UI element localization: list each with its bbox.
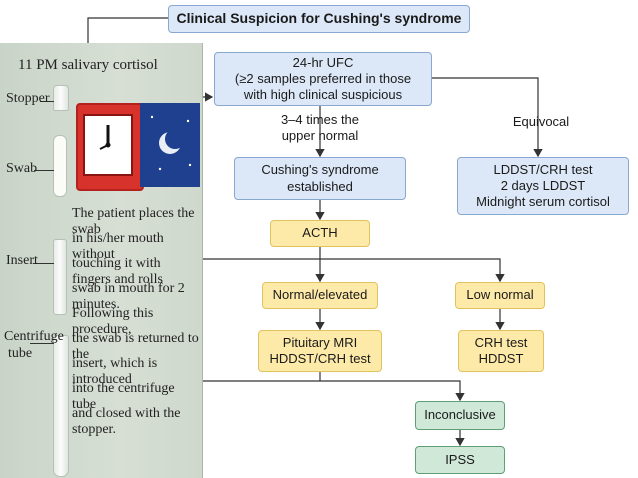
instruction-line: insert, which is introduced — [72, 356, 158, 387]
branch-high-line1: 3–4 times the — [280, 112, 360, 127]
insert-label: Insert — [6, 253, 38, 268]
instruction-line: Following this procedure, — [72, 306, 154, 337]
low-normal-box: Low normal — [455, 282, 545, 309]
normal-elevated-box: Normal/elevated — [262, 282, 378, 309]
ufc-box: 24-hr UFC (≥2 samples preferred in those… — [214, 52, 432, 106]
crh-test-box: CRH test HDDST — [458, 330, 544, 372]
instruction-line: swab in mouth for 2 minutes. — [72, 281, 185, 312]
cushing-established-box: Cushing's syndrome established — [234, 157, 406, 200]
acth-box: ACTH — [270, 220, 370, 247]
instruction-line: and closed with the stopper. — [72, 406, 181, 437]
ipss-box: IPSS — [415, 446, 505, 474]
branch-equivocal-label: Equivocal — [512, 114, 570, 129]
low-normal-text: Low normal — [466, 287, 534, 303]
tests-line3: Midnight serum cortisol — [476, 194, 610, 210]
ufc-line3: with high clinical suspicious — [243, 87, 403, 103]
pituitary-line1: Pituitary MRI — [282, 334, 358, 350]
instruction-line: touching it with fingers and rolls — [72, 256, 163, 287]
clock-icon — [83, 114, 133, 176]
instruction-line: into the centrifuge tube — [72, 381, 175, 412]
ipss-text: IPSS — [445, 451, 475, 467]
night-sky-illustration — [140, 103, 200, 187]
inconclusive-box: Inconclusive — [415, 401, 505, 430]
inconclusive-text: Inconclusive — [424, 407, 496, 423]
established-line1: Cushing's syndrome — [261, 162, 379, 178]
stopper-leader — [40, 101, 54, 102]
ufc-line2: (≥2 samples preferred in those — [234, 70, 412, 86]
instruction-line: the swab is returned to the — [72, 331, 199, 362]
stopper-label: Stopper — [6, 91, 50, 106]
insert-illustration — [53, 239, 67, 315]
insert-leader — [33, 263, 54, 264]
moon-icon — [150, 115, 192, 171]
tests-line1: LDDST/CRH test — [493, 161, 593, 177]
salivary-cortisol-panel: 11 PM salivary cortisol Stopper Swab Ins… — [0, 43, 203, 478]
clinical-suspicion-text: Clinical Suspicion for Cushing's syndrom… — [176, 10, 462, 27]
instruction-line: in his/her mouth without — [72, 231, 164, 262]
ufc-line1: 24-hr UFC — [292, 54, 354, 70]
crh-line1: CRH test — [474, 334, 528, 350]
confirmatory-tests-box: LDDST/CRH test 2 days LDDST Midnight ser… — [457, 157, 629, 215]
tests-line2: 2 days LDDST — [500, 177, 586, 193]
swab-leader — [34, 170, 54, 171]
crh-line2: HDDST — [478, 351, 524, 366]
centrifuge-leader — [30, 343, 54, 344]
branch-high-label: 3–4 times the upper normal — [255, 112, 385, 143]
acth-text: ACTH — [302, 225, 338, 241]
instruction-line: The patient places the swab — [72, 206, 195, 237]
clinical-suspicion-box: Clinical Suspicion for Cushing's syndrom… — [168, 5, 470, 33]
pituitary-mri-box: Pituitary MRI HDDST/CRH test — [258, 330, 382, 372]
swab-label: Swab — [6, 161, 38, 176]
panel-title: 11 PM salivary cortisol — [18, 57, 158, 73]
centrifuge-tube-illustration — [53, 335, 69, 477]
centrifuge-label-line2: tube — [8, 346, 33, 361]
normal-elevated-text: Normal/elevated — [272, 287, 368, 303]
branch-high-line2: upper normal — [281, 127, 359, 143]
centrifuge-label-line1: Centrifuge — [4, 329, 64, 344]
established-line2: established — [287, 178, 353, 194]
clock-night-illustration — [76, 103, 144, 191]
swab-illustration — [53, 135, 67, 197]
stopper-illustration — [53, 85, 69, 111]
pituitary-line2: HDDST/CRH test — [269, 351, 371, 366]
